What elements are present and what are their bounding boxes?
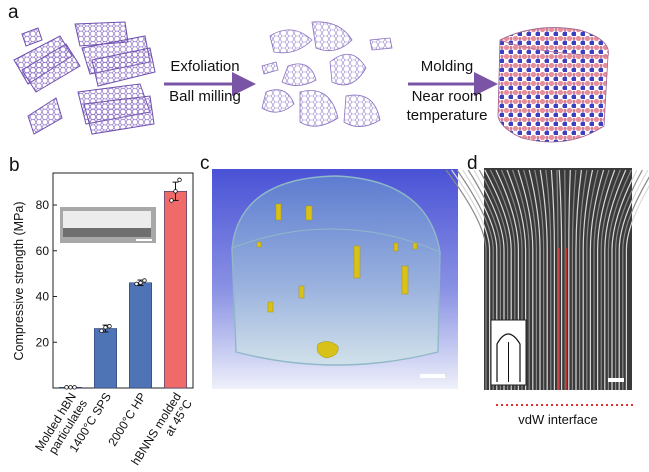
lattice-fringe (625, 185, 649, 390)
chart-frame (52, 172, 194, 389)
lattice-fringe (622, 176, 649, 390)
temperature-label: temperature (406, 107, 488, 124)
lattice-fringe (600, 169, 621, 390)
lattice-fringe (500, 169, 523, 390)
exfoliation-label: Exfoliation (170, 58, 240, 75)
lattice-fringe (582, 169, 594, 390)
panel-label-d: d (467, 153, 478, 174)
panel-label-a: a (8, 2, 19, 23)
scale-bar (136, 239, 152, 241)
lattice-fringe (462, 169, 498, 390)
data-point (169, 198, 174, 203)
vdw-interface-label: vdW interface (518, 412, 598, 427)
lattice-fringe (445, 169, 487, 390)
ball-milling-label: Ball milling (169, 88, 241, 105)
lattice-fringe (556, 169, 559, 390)
lattice-fringe (597, 169, 616, 390)
lattice-fringe (568, 169, 571, 390)
bar (129, 282, 153, 389)
lattice-fringe (528, 169, 541, 390)
lattice-fringe (607, 169, 632, 390)
scale-bar (420, 374, 445, 378)
bar (164, 190, 188, 389)
y-tick-label: 20 (36, 335, 50, 349)
data-point (72, 385, 77, 390)
lattice-fringe (517, 169, 534, 390)
tem-image (445, 168, 649, 406)
lattice-fringe (484, 169, 512, 390)
sample-photo-inset (60, 207, 156, 243)
lattice-fringe (473, 169, 505, 390)
bulk-cube-illustration (497, 27, 609, 143)
lattice-fringe (512, 169, 530, 390)
data-point (142, 278, 147, 283)
bar (94, 328, 118, 389)
hbn-particulates-illustration (13, 21, 156, 135)
scale-bar (608, 378, 624, 382)
lattice-fringe (451, 169, 491, 390)
data-point (177, 177, 182, 183)
data-point (68, 385, 73, 390)
lattice-fringe (618, 169, 649, 390)
data-point (99, 328, 104, 334)
lattice-fringe (550, 169, 555, 390)
data-point (107, 324, 112, 329)
lattice-fringe (489, 169, 516, 390)
lattice-fringe (604, 169, 627, 390)
lattice-fringe (589, 169, 605, 390)
data-point (138, 280, 143, 285)
lattice-fringe (495, 169, 519, 390)
data-point (173, 189, 178, 194)
lattice-fringe (593, 169, 610, 390)
lattice-fringe (539, 169, 548, 390)
near-room-label: Near room (411, 88, 483, 105)
y-axis-label: Compressive strength (MPa) (12, 201, 26, 360)
y-tick-label: 60 (36, 244, 50, 258)
lattice-fringe (571, 169, 577, 390)
lattice-fringe (534, 169, 545, 390)
nanosheets-illustration (261, 21, 393, 127)
ct-reconstruction-image (212, 169, 458, 389)
panel-label-c: c (200, 153, 210, 174)
lattice-fringe (456, 169, 494, 390)
y-tick-label: 40 (36, 290, 50, 304)
molding-label: Molding (420, 58, 474, 75)
data-point (64, 385, 69, 390)
lattice-fringe (558, 169, 563, 390)
lattice-fringe (523, 169, 537, 390)
y-tick-label: 80 (36, 198, 50, 212)
lattice-fringe (615, 169, 643, 390)
lattice-fringe (579, 169, 588, 390)
lattice-fringe (467, 169, 501, 390)
data-point (134, 281, 139, 287)
lattice-fringe (545, 169, 552, 390)
panel-label-b: b (9, 155, 20, 176)
lattice-fringe (575, 169, 582, 390)
data-point (103, 325, 108, 330)
lattice-fringe (586, 169, 599, 390)
lattice-fringe (478, 169, 509, 390)
lattice-fringe (611, 169, 638, 390)
lattice-fringe (506, 169, 527, 390)
